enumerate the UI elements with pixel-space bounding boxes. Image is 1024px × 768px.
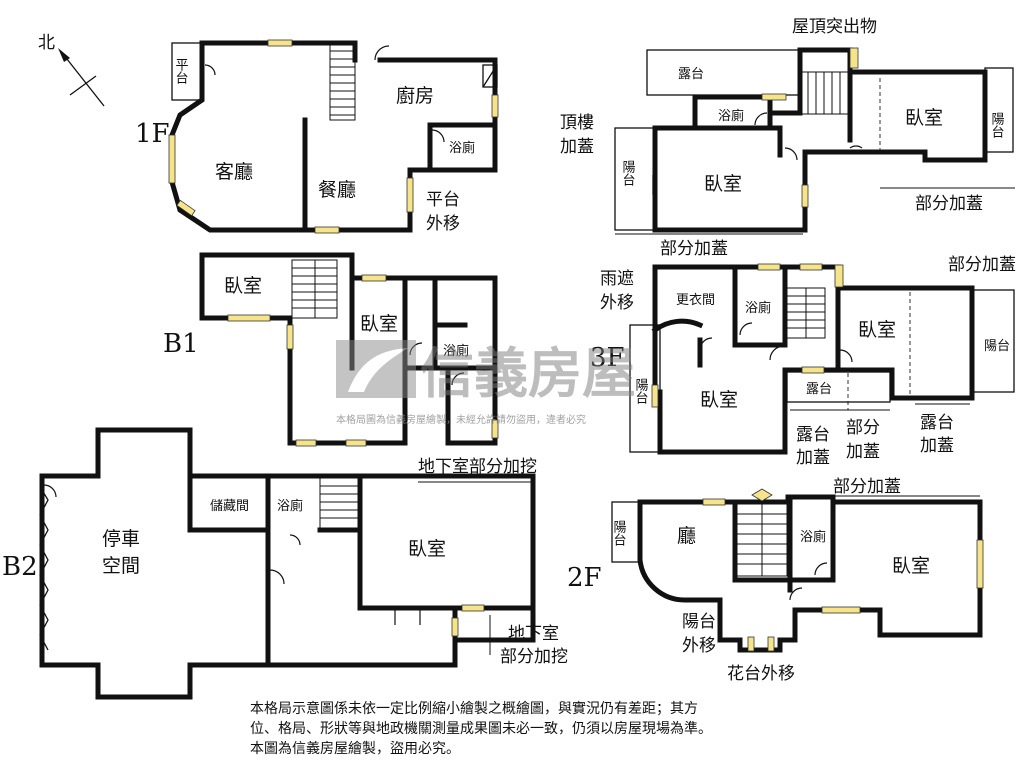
room-roof-bath: 浴廁 [718,108,744,124]
room-b2-storage: 儲藏間 [210,499,249,514]
annot-f3-terrace-add-2b: 加蓋 [920,436,954,456]
annot-f3-canopy-2: 外移 [600,293,634,313]
floor-label-b1: B1 [163,329,199,359]
room-f1-living: 客廳 [215,161,253,183]
annot-f3-terrace-add-1a: 露台 [796,425,830,445]
north-arrow-icon [58,48,70,62]
north-label: 北 [38,33,55,53]
room-f3-closet: 更衣間 [676,292,715,308]
room-f2-bed: 臥室 [892,555,930,577]
watermark: 信義房屋 本格局圖為信義房屋繪製，未經允許請勿盜用，違者必究 [336,340,636,426]
room-roof-balcony-left: 陽台 [620,160,635,186]
annot-f3-canopy-1: 雨遮 [600,269,634,289]
annot-f3-partial-add-2: 加蓋 [846,442,880,462]
brand-logo-icon [336,340,416,398]
room-b2-parking-2: 空間 [102,555,140,577]
annot-b2-basement-1: 地下室 [508,624,559,644]
floor-3f: 部分加蓋 雨遮 外移 3F 更衣間 浴廁 [590,255,1016,468]
room-b1-bed-left: 臥室 [224,275,262,297]
annot-f3-terrace-add-1b: 加蓋 [796,448,830,468]
floor-label-3f: 3F [590,343,625,373]
room-f2-bath: 浴廁 [800,529,826,545]
annot-roof-protrusion: 屋頂突出物 [792,17,877,37]
floor-label-b2: B2 [2,552,38,582]
disclaimer: 本格局示意圖係未依一定比例縮小繪製之概繪圖，與實況仍有差距；其方 位、格局、形狀… [250,700,712,757]
watermark-notice: 本格局圖為信義房屋繪製，未經允許請勿盜用，違者必究 [336,413,586,426]
floor-label-2f: 2F [567,563,602,593]
floor-b1: B1 臥室 臥室 浴廁 [163,252,499,447]
disclaimer-line3: 本圖為信義房屋繪製，盜用必究。 [250,740,460,757]
annot-f3-terrace-add-2a: 露台 [920,413,954,433]
annot-f2-flower-move: 花台外移 [727,664,795,684]
disclaimer-line2: 位、格局、形狀等與地政機關測量成果圖未必一致，仍須以房屋現場為準。 [250,720,712,737]
room-b2-parking-1: 停車 [102,528,140,550]
room-f1-dining: 餐廳 [318,179,356,201]
disclaimer-line1: 本格局示意圖係未依一定比例縮小繪製之概繪圖，與實況仍有差距；其方 [250,700,698,717]
floor-b2: B2 停車 空間 儲藏間 浴廁 臥室 地下室部分加挖 地下室 部分加挖 [2,427,568,700]
floor-1f: 1F 平台 廚房 客廳 餐廳 浴廁 [135,39,499,234]
room-f2-balcony: 陽台 [611,520,626,546]
annot-f2-balcony-move-1: 陽台 [682,612,716,632]
room-b1-bath: 浴廁 [443,343,469,359]
annot-f3-partial-top: 部分加蓋 [948,255,1016,275]
floor-2f: 部分加蓋 2F 陽台 廳 浴廁 臥室 陽台 外移 花台外 [567,477,984,684]
room-roof-bed-left: 臥室 [704,173,742,195]
annot-b2-basement-2: 部分加挖 [500,647,568,667]
room-roof-terrace: 露台 [678,67,704,82]
annot-f1-platform-move-2: 外移 [426,214,460,234]
annot-f2-balcony-move-2: 外移 [682,636,716,656]
floor-roof: 屋頂突出物 頂樓 加蓋 露台 浴廁 臥室 臥室 陽台 [560,17,1015,259]
room-b2-bath: 浴廁 [277,498,303,514]
room-f3-balcony-right: 陽台 [984,339,1010,354]
compass: 北 [38,33,105,107]
room-b1-bed-mid: 臥室 [360,313,398,335]
annot-roof-partial-right: 部分加蓋 [915,194,983,214]
room-f1-platform: 平台 [173,58,189,84]
annot-f2-partial-top: 部分加蓋 [833,477,901,497]
annot-f1-platform-move-1: 平台 [426,190,460,210]
floor-label-roof-1: 頂樓 [560,113,594,133]
room-f3-bath: 浴廁 [745,300,771,316]
room-f2-hall: 廳 [677,525,696,547]
room-f3-bed-right: 臥室 [858,319,896,341]
room-f3-balcony-left: 陽台 [633,378,648,404]
floor-label-roof-2: 加蓋 [560,137,594,157]
annot-roof-partial-bottom: 部分加蓋 [660,239,728,259]
watermark-brand: 信義房屋 [420,341,636,405]
room-b2-bed: 臥室 [408,538,446,560]
room-roof-balcony-right: 陽台 [989,112,1004,138]
room-f1-bath: 浴廁 [449,140,475,156]
room-roof-bed-right: 臥室 [905,107,943,129]
room-f1-kitchen: 廚房 [396,84,434,107]
room-f3-terrace: 露台 [806,382,832,397]
annot-b2-basement-partial: 地下室部分加挖 [418,457,537,477]
annot-f3-partial-add-1: 部分 [846,418,880,438]
floor-label-1f: 1F [135,119,170,149]
room-f3-bed-left: 臥室 [700,389,738,411]
